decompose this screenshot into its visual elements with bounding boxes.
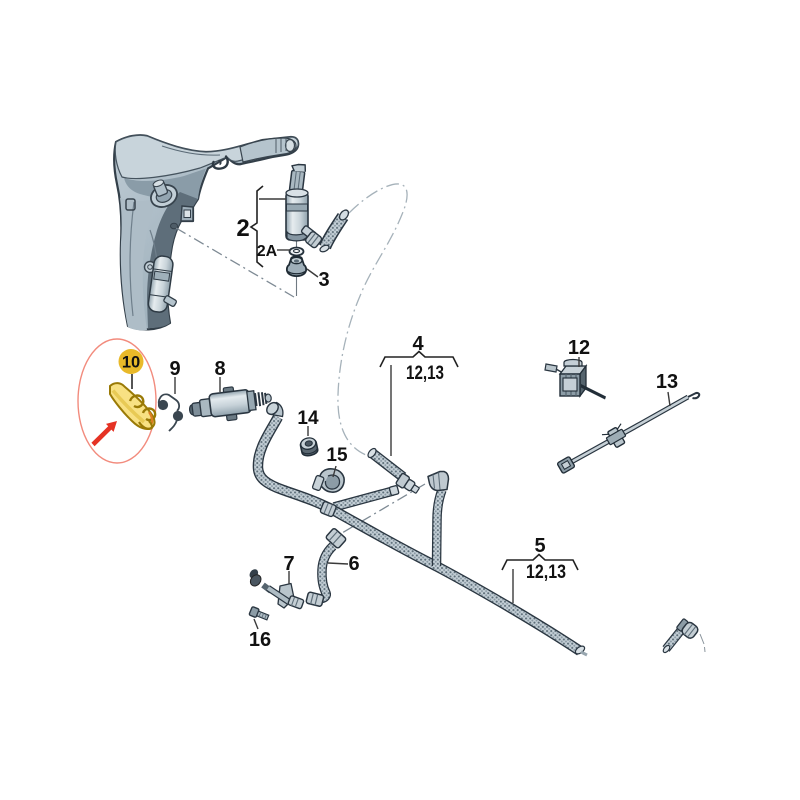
svg-text:5: 5 [534, 535, 545, 557]
svg-text:13: 13 [656, 371, 678, 393]
svg-text:2A: 2A [257, 243, 278, 260]
svg-text:12,13: 12,13 [526, 562, 566, 583]
svg-text:14: 14 [297, 408, 319, 429]
svg-text:9: 9 [169, 358, 180, 380]
svg-text:15: 15 [326, 445, 348, 466]
svg-text:3: 3 [318, 269, 329, 291]
svg-text:12,13: 12,13 [406, 363, 444, 384]
svg-text:7: 7 [283, 553, 294, 575]
svg-text:10: 10 [122, 354, 140, 372]
svg-text:8: 8 [214, 358, 225, 380]
svg-text:4: 4 [412, 333, 424, 355]
svg-text:6: 6 [348, 553, 359, 575]
svg-text:2: 2 [236, 215, 249, 242]
svg-text:16: 16 [249, 629, 271, 651]
svg-text:12: 12 [568, 337, 590, 359]
